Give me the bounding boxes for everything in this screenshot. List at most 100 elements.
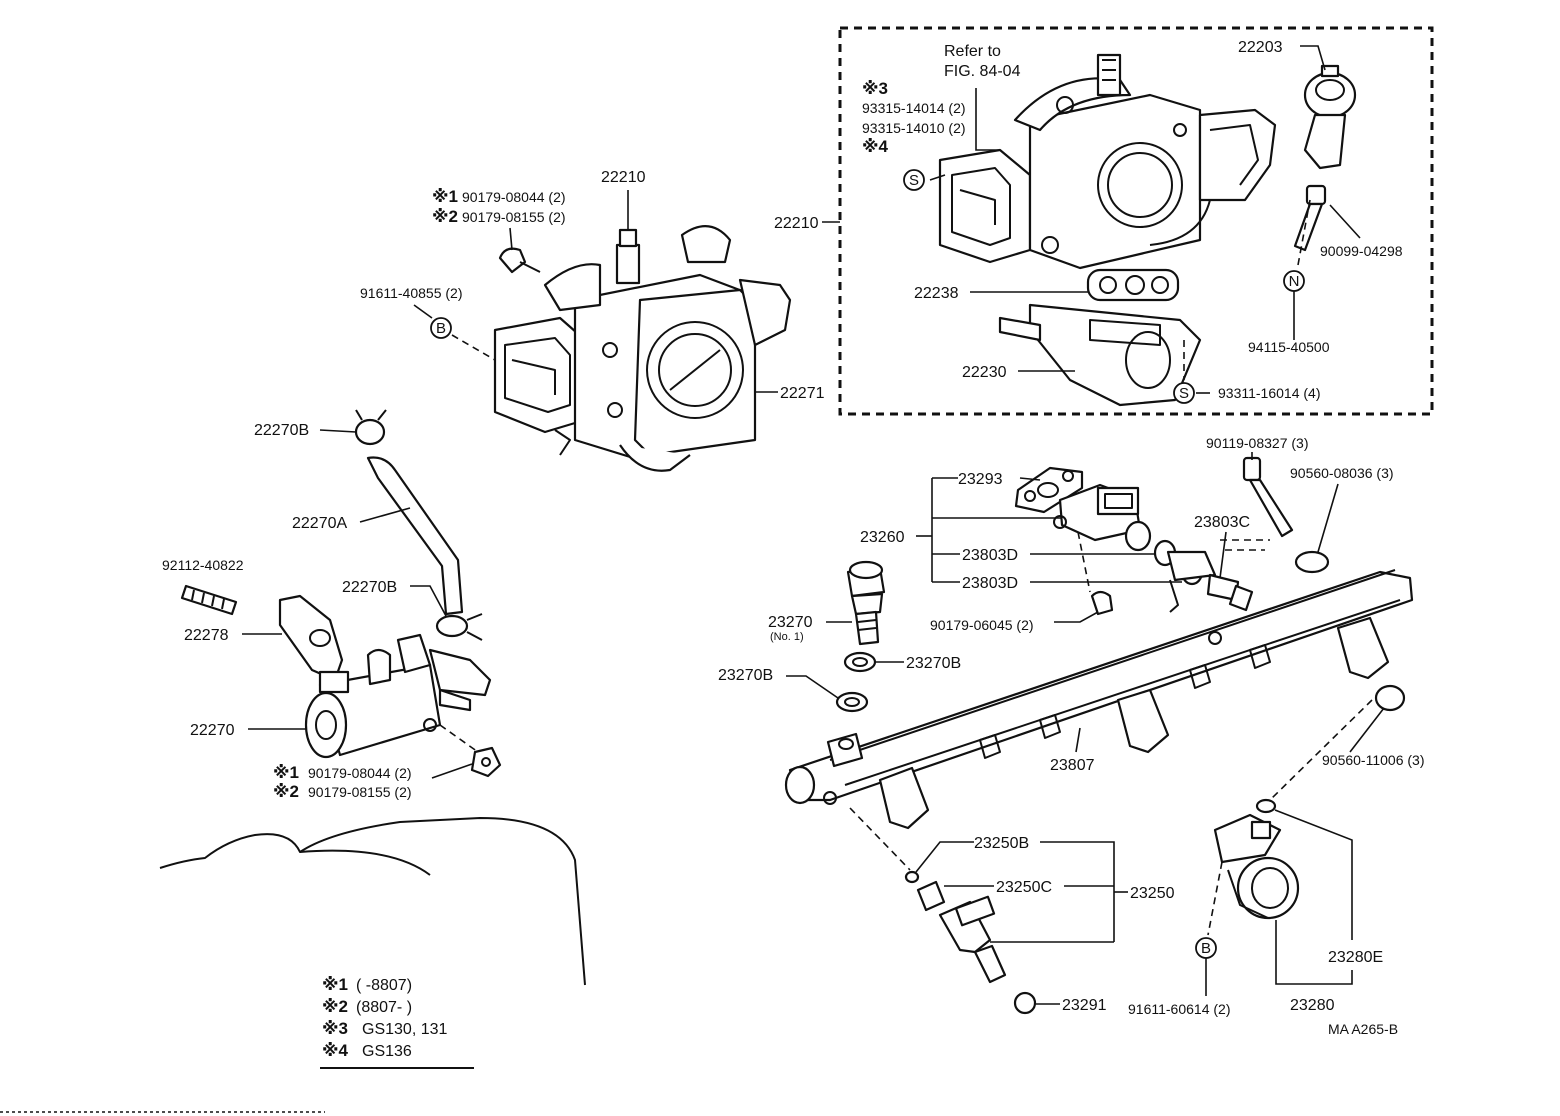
part-bolt-90179-top <box>498 247 541 274</box>
label-90179-06045: 90179-06045 (2) <box>930 617 1034 633</box>
label-92112-40822: 92112-40822 <box>162 557 244 573</box>
label-94115-40500: 94115-40500 <box>1248 339 1330 355</box>
part-23291-o-ring <box>1013 991 1037 1015</box>
part-23250B-o-ring <box>904 870 920 884</box>
label-23270B-a: 23270B <box>906 655 961 672</box>
label-22270B-mid: 22270B <box>342 579 397 596</box>
label-23803D-a: 23803D <box>962 547 1018 564</box>
legend-text-2: (8807- ) <box>356 999 412 1016</box>
label-90179-08155-b: 90179-08155 (2) <box>308 784 412 800</box>
svg-text:S: S <box>909 172 919 189</box>
svg-text:S: S <box>1179 385 1189 402</box>
part-23270B-gasket-b <box>835 691 869 713</box>
part-23803D-washers <box>1153 539 1217 586</box>
label-fig-code: MA A265-B <box>1328 1021 1398 1037</box>
part-bolt-90179-bottom <box>470 746 502 778</box>
inset-frame <box>838 26 1434 416</box>
label-22270A: 22270A <box>292 515 347 532</box>
legend-mark-3: ※3 <box>322 1019 348 1038</box>
mark-2-b: ※2 <box>273 782 299 801</box>
label-90099-04298: 90099-04298 <box>1320 243 1403 259</box>
label-23260: 23260 <box>860 529 905 546</box>
part-23250-injector <box>938 895 1007 984</box>
legend-mark-2: ※2 <box>322 997 348 1016</box>
label-22203: 22203 <box>1238 39 1283 56</box>
label-90179-08155-a: 90179-08155 (2) <box>462 209 566 225</box>
label-22270B-top: 22270B <box>254 422 309 439</box>
part-92112-40822-stud <box>180 584 238 616</box>
label-90560-11006: 90560-11006 (3) <box>1322 752 1424 768</box>
label-93315-14010: 93315-14010 (2) <box>862 120 966 136</box>
part-23270-pulsation-damper <box>846 560 886 646</box>
legend-text-3: GS130, 131 <box>362 1021 448 1038</box>
part-22238-gasket <box>1086 268 1180 302</box>
label-91611-60614: 91611-60614 (2) <box>1128 1001 1230 1017</box>
part-23250C-grommet <box>916 880 946 912</box>
label-23293: 23293 <box>958 471 1003 488</box>
mark-3-top: ※3 <box>862 79 888 98</box>
symbol-n: N <box>1283 270 1305 292</box>
legend-text-1: ( -8807) <box>356 977 412 994</box>
svg-text:B: B <box>1201 940 1211 957</box>
engine-outline <box>159 817 586 986</box>
label-91611-40855: 91611-40855 (2) <box>360 285 462 301</box>
legend-mark-4: ※4 <box>322 1041 349 1060</box>
label-93311-16014: 93311-16014 (4) <box>1218 385 1320 401</box>
part-22270B-clamp-top <box>354 409 387 446</box>
label-22210-inset: 22210 <box>774 215 819 232</box>
label-22210: 22210 <box>601 169 646 186</box>
label-93315-14014: 93315-14014 (2) <box>862 100 966 116</box>
legend-text-4: GS136 <box>362 1043 412 1060</box>
part-22270B-clamp-mid <box>435 613 483 641</box>
part-23280-pressure-regulator <box>1213 813 1300 920</box>
part-90560-08036-spacer <box>1294 550 1330 574</box>
symbol-s-top: S <box>903 169 925 191</box>
part-90119-08327-bolt <box>1242 456 1294 538</box>
label-23291: 23291 <box>1062 997 1107 1014</box>
part-22270A-hose <box>366 456 464 616</box>
part-90099-04298-bolt <box>1293 184 1327 252</box>
mark-2-a: ※2 <box>432 207 458 226</box>
label-23803C: 23803C <box>1194 514 1250 531</box>
label-23803D-b: 23803D <box>962 575 1018 592</box>
inset-throttle-body <box>938 53 1277 270</box>
label-23280: 23280 <box>1290 997 1335 1014</box>
part-22230-housing <box>998 303 1202 407</box>
label-22238: 22238 <box>914 285 959 302</box>
label-90560-08036: 90560-08036 (3) <box>1290 465 1394 481</box>
part-90179-06045-bolt <box>1090 590 1114 616</box>
part-90560-11006-spacer <box>1374 684 1406 712</box>
label-90119-08327: 90119-08327 (3) <box>1206 435 1308 451</box>
svg-text:B: B <box>436 320 446 337</box>
label-refer-to: Refer to <box>944 43 1001 60</box>
part-22278-bracket <box>278 594 344 682</box>
part-23293-gasket <box>1014 466 1084 514</box>
label-23250C: 23250C <box>996 879 1052 896</box>
mark-4-top: ※4 <box>862 137 889 156</box>
part-23803C-union-bolt <box>1206 573 1254 612</box>
label-23807: 23807 <box>1050 757 1095 774</box>
label-23280E: 23280E <box>1328 949 1383 966</box>
part-23280E-o-ring <box>1255 798 1277 814</box>
part-22270-air-valve <box>304 633 492 759</box>
symbol-b-top: B <box>430 317 452 339</box>
part-23807-delivery-pipe <box>784 569 1414 830</box>
label-23250: 23250 <box>1130 885 1175 902</box>
label-23270B-b: 23270B <box>718 667 773 684</box>
part-22203-valve <box>1303 64 1357 170</box>
label-90179-08044-b: 90179-08044 (2) <box>308 765 412 781</box>
label-23270-no1: (No. 1) <box>770 631 804 643</box>
label-fig-84-04: FIG. 84-04 <box>944 63 1021 80</box>
label-22278: 22278 <box>184 627 229 644</box>
legend: ※1 ( -8807) ※2 (8807- ) ※3 GS130, 131 ※4… <box>320 975 474 1069</box>
symbol-s-bottom: S <box>1173 382 1195 404</box>
label-90179-08044-a: 90179-08044 (2) <box>462 189 566 205</box>
symbol-b-bottom: B <box>1195 937 1217 959</box>
part-23270B-gasket-a <box>843 651 877 673</box>
label-22230: 22230 <box>962 364 1007 381</box>
label-23270: 23270 <box>768 614 813 631</box>
mark-1-b: ※1 <box>273 763 299 782</box>
mark-1-a: ※1 <box>432 187 458 206</box>
part-22210-throttle-body <box>493 225 792 472</box>
